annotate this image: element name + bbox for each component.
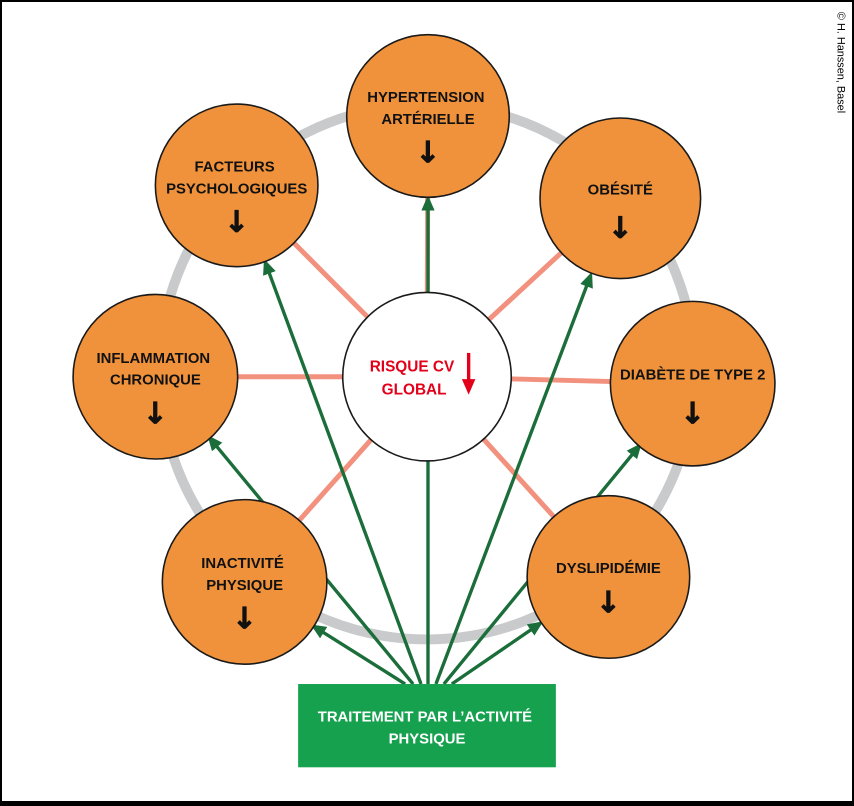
- down-arrow-icon: ↓: [680, 396, 705, 431]
- node-dyslipidemie: DYSLIPIDÉMIE ↓: [526, 494, 691, 660]
- node-label: HYPERTENSION ARTÉRIELLE: [367, 90, 488, 128]
- node-circle: [609, 300, 776, 467]
- arrow-to-facteurs-psychologiques: [263, 258, 423, 685]
- down-arrow-icon: ↓: [224, 205, 249, 240]
- arrow-to-obesite: [434, 271, 593, 685]
- node-circle: [345, 33, 511, 199]
- credit-text: © H. Hanssen, Basel: [834, 12, 846, 113]
- node-label: DIABÈTE DE TYPE 2: [620, 367, 765, 384]
- node-obesite: OBÉSITÉ ↓: [539, 117, 702, 280]
- node-hypertension-arterielle: HYPERTENSION ARTÉRIELLE ↓: [345, 33, 511, 199]
- node-label: OBÉSITÉ: [588, 181, 653, 198]
- treatment-label: TRAITEMENT PAR L’ACTIVITÉ PHYSIQUE: [318, 709, 536, 748]
- central-node-risque-cv-global: RISQUE CV GLOBAL: [341, 291, 513, 462]
- node-circle: [154, 103, 319, 268]
- node-label: INACTIVITÉ PHYSIQUE: [201, 555, 288, 594]
- node-label: INFLAMMATION CHRONIQUE: [96, 351, 214, 389]
- node-inactivite-physique: INACTIVITÉ PHYSIQUE ↓: [161, 498, 328, 665]
- treatment-rect: [298, 684, 556, 768]
- central-label: RISQUE CV GLOBAL: [370, 359, 459, 399]
- treatment-box: TRAITEMENT PAR L’ACTIVITÉ PHYSIQUE: [298, 684, 556, 768]
- down-arrow-icon: ↓: [608, 211, 633, 246]
- arrow-to-dyslipidemie: [450, 621, 544, 686]
- node-circle: [539, 117, 702, 280]
- down-arrow-icon: ↓: [232, 602, 257, 637]
- node-circle: [526, 494, 691, 660]
- node-label: FACTEURS PSYCHOLOGIQUES: [166, 160, 307, 198]
- arrow-to-inactivite: [310, 624, 407, 686]
- down-arrow-icon: ↓: [416, 136, 441, 171]
- central-circle: [341, 291, 513, 462]
- node-facteurs-psychologiques: FACTEURS PSYCHOLOGIQUES ↓: [154, 103, 319, 268]
- down-arrow-icon: ↓: [596, 586, 621, 621]
- node-circle: [72, 293, 239, 460]
- node-circle: [161, 498, 328, 665]
- node-inflammation-chronique: INFLAMMATION CHRONIQUE ↓: [72, 293, 239, 460]
- down-arrow-icon: ↓: [143, 396, 168, 431]
- node-label: DYSLIPIDÉMIE: [556, 560, 661, 577]
- node-diabete-de-type-2: DIABÈTE DE TYPE 2 ↓: [609, 300, 776, 467]
